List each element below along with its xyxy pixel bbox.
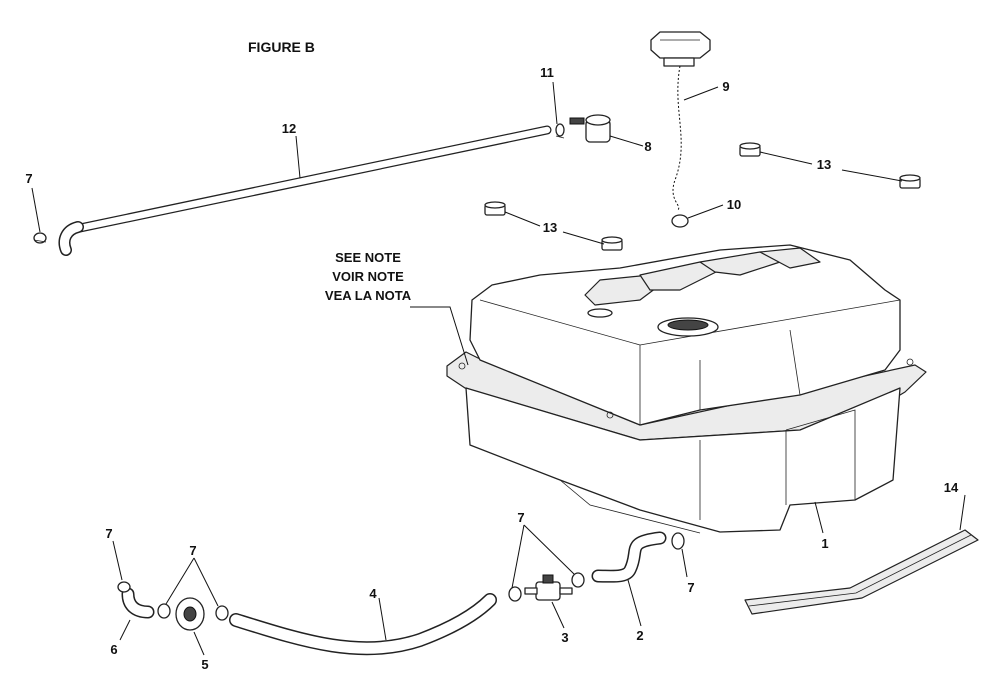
hose-clamp-valve-left	[508, 586, 522, 602]
callout-2: 2	[636, 628, 643, 643]
callout-7-tank: 7	[687, 580, 694, 595]
callout-14: 14	[944, 480, 959, 495]
rubber-bumper	[601, 236, 623, 251]
callout-7-filter: 7	[189, 543, 196, 558]
tank-strap	[744, 529, 979, 615]
hose-clamp-filter-right	[215, 605, 229, 621]
callout-13-right: 13	[817, 157, 831, 172]
hose-clamp-vent	[33, 232, 47, 244]
cap-tether-chain	[672, 65, 682, 211]
note-line-fr: VOIR NOTE	[332, 269, 404, 284]
figure-title: FIGURE B	[248, 39, 315, 55]
o-ring	[671, 214, 689, 228]
shutoff-valve	[524, 574, 573, 601]
callout-5: 5	[201, 657, 208, 672]
rubber-bumper	[899, 174, 921, 189]
callout-4: 4	[369, 586, 377, 601]
callout-8: 8	[644, 139, 651, 154]
callout-7-elbow: 7	[105, 526, 112, 541]
callout-13-left: 13	[543, 220, 557, 235]
fuel-filter	[175, 597, 205, 631]
vent-tube	[76, 126, 551, 232]
callout-7-valve: 7	[517, 510, 524, 525]
callout-6: 6	[110, 642, 117, 657]
hose-clamp-filter-left	[157, 603, 171, 619]
callout-9: 9	[722, 79, 729, 94]
note-line-en: SEE NOTE	[335, 250, 401, 265]
callout-3: 3	[561, 630, 568, 645]
note-line-es: VEA LA NOTA	[325, 288, 412, 303]
vent-valve	[569, 114, 611, 143]
callout-12: 12	[282, 121, 296, 136]
elbow-hose	[123, 589, 153, 617]
callout-7-vent: 7	[25, 171, 32, 186]
hose-clamp-tank	[671, 532, 685, 550]
fuel-line-4	[230, 594, 496, 654]
fuel-tank	[446, 244, 927, 534]
callout-11: 11	[540, 65, 554, 80]
hose-clamp-elbow	[117, 581, 131, 593]
hose-clamp-valve-right	[571, 572, 585, 588]
callout-1: 1	[821, 536, 828, 551]
rubber-bumper	[739, 142, 761, 157]
rubber-bumper	[484, 201, 506, 216]
hose-clamp-11	[555, 123, 565, 139]
callout-10: 10	[727, 197, 741, 212]
fuel-cap	[650, 31, 711, 67]
vent-elbow	[60, 222, 83, 255]
fuel-line-2	[593, 533, 665, 582]
leader-lines	[31, 81, 966, 656]
